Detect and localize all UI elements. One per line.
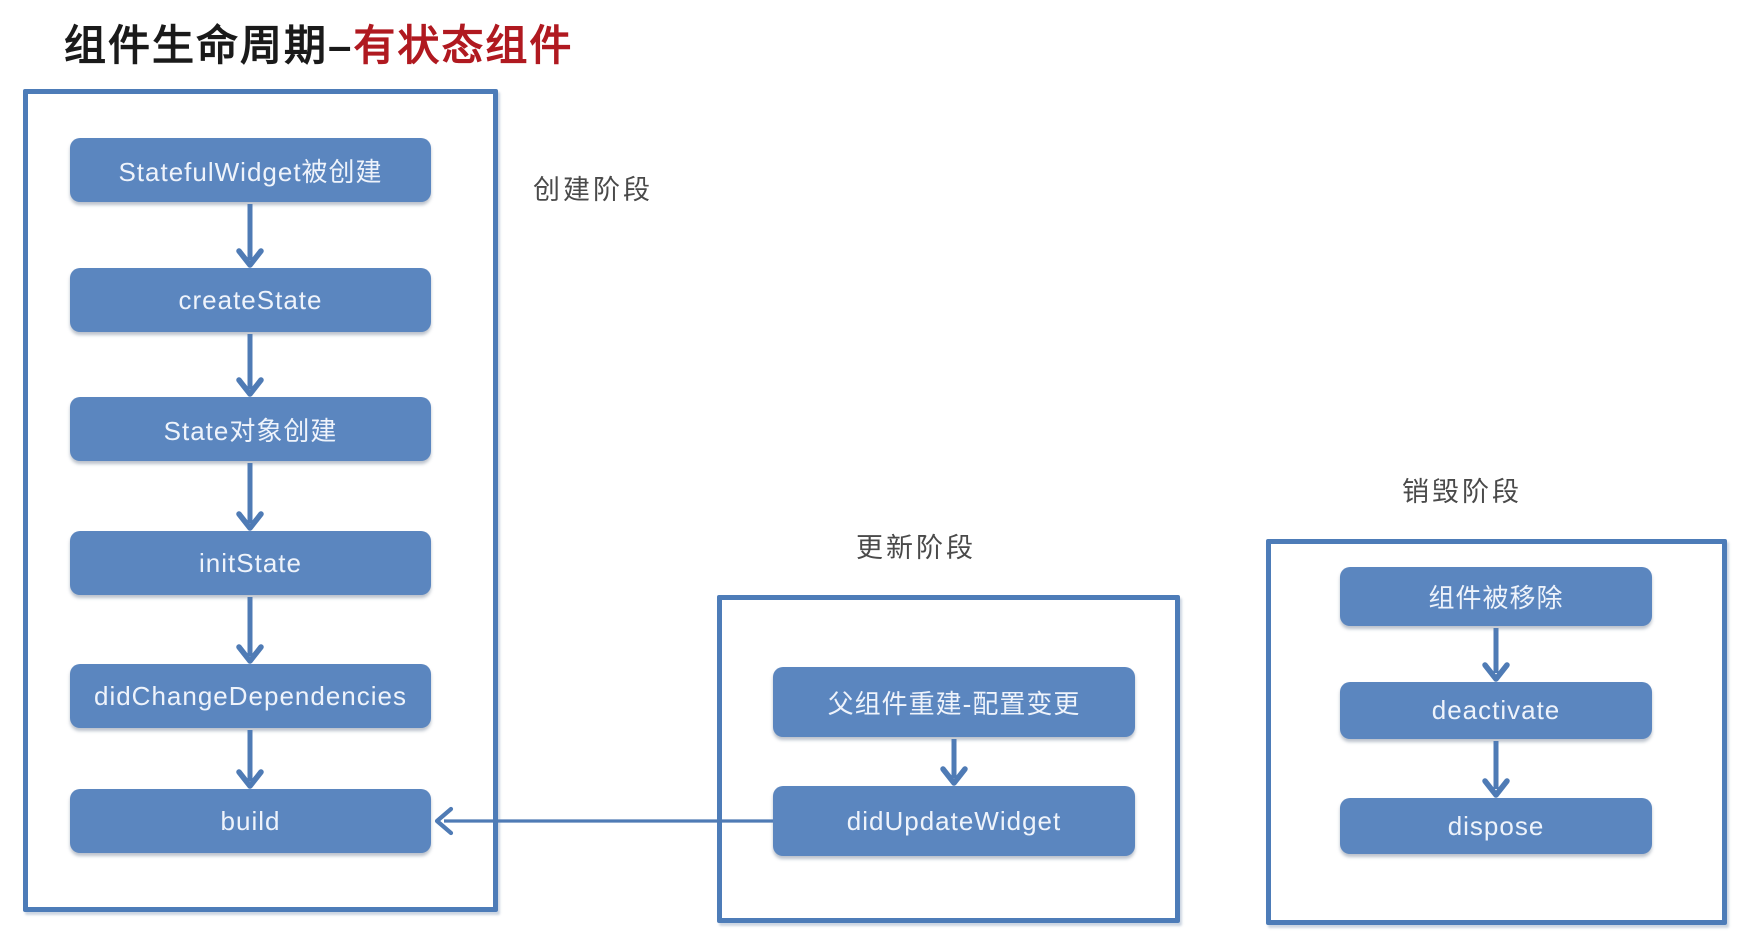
step-didupdatewidget: didUpdateWidget bbox=[773, 786, 1135, 856]
step-statefulwidget-created: StatefulWidget被创建 bbox=[70, 138, 431, 202]
phase-container-destroy bbox=[1266, 539, 1727, 925]
step-build: build bbox=[70, 789, 431, 853]
phase-label-create: 创建阶段 bbox=[533, 175, 653, 205]
step-deactivate: deactivate bbox=[1340, 682, 1652, 739]
phase-label-update: 更新阶段 bbox=[856, 533, 976, 563]
page-title: 组件生命周期–有状态组件 bbox=[64, 12, 573, 73]
step-didchangedependencies: didChangeDependencies bbox=[70, 664, 431, 728]
step-initstate: initState bbox=[70, 531, 431, 595]
page-title-highlight: 有状态组件 bbox=[353, 22, 574, 69]
phase-container-update bbox=[717, 595, 1180, 923]
phase-label-destroy: 销毁阶段 bbox=[1402, 477, 1522, 507]
step-state-object-created: State对象创建 bbox=[70, 397, 431, 461]
step-parent-rebuild-config-change: 父组件重建-配置变更 bbox=[773, 667, 1135, 737]
step-createstate: createState bbox=[70, 268, 431, 332]
step-widget-removed: 组件被移除 bbox=[1340, 567, 1652, 626]
phase-container-create bbox=[23, 89, 498, 912]
page-title-prefix: 组件生命周期– bbox=[64, 22, 354, 69]
step-dispose: dispose bbox=[1340, 798, 1652, 854]
